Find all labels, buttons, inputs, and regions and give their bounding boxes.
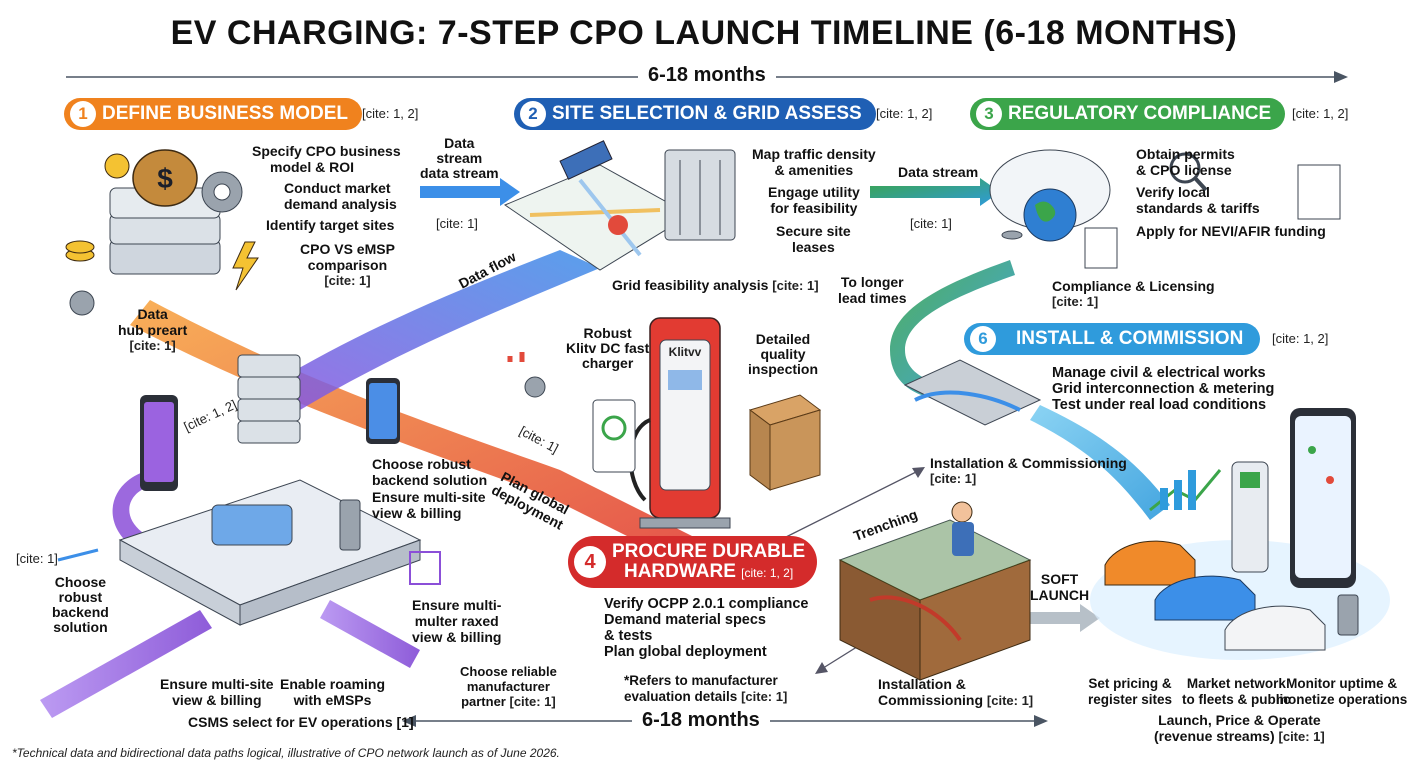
step4-bullet-deploy: Plan global deployment	[604, 644, 808, 660]
step6-bullet-civil: Manage civil & electrical works	[1052, 365, 1274, 381]
step2-note-utility: Engage utilityfor feasibility	[768, 184, 860, 216]
soft-launch-label: SOFTLAUNCH	[1030, 571, 1089, 603]
step2-header-pill: 2 SITE SELECTION & GRID ASSESS	[514, 98, 876, 130]
step5-left-cite: [cite: 1]	[16, 551, 58, 566]
step6-cite: [cite: 1, 2]	[1272, 331, 1328, 346]
step6-bullet-grid: Grid interconnection & metering	[1052, 381, 1274, 397]
step6-bullet-test: Test under real load conditions	[1052, 397, 1274, 413]
launch-operate-note: Launch, Price & Operate (revenue streams…	[1154, 712, 1325, 745]
csms-select-note: CSMS select for EV operations [1]	[188, 714, 414, 730]
step3-cite: [cite: 1, 2]	[1292, 106, 1348, 121]
step3-header-pill: 3 REGULATORY COMPLIANCE	[970, 98, 1285, 130]
timeline-duration-bottom: 6-18 months	[632, 709, 770, 732]
step3-number: 3	[976, 101, 1002, 127]
step7-note-pricing: Set pricing &register sites	[1088, 676, 1172, 708]
step4-bullet-ocpp: Verify OCPP 2.0.1 compliance	[604, 596, 808, 612]
step4-header-pill: 4 PROCURE DURABLE HARDWARE [cite: 1, 2]	[568, 536, 817, 588]
step6-title: INSTALL & COMMISSION	[1002, 328, 1243, 350]
step5-note-bottom-multisite: Ensure multi-siteview & billing	[160, 676, 274, 708]
stream-arrow-1-2	[420, 178, 520, 206]
stream-1-2-label: Datastreamdata stream	[420, 136, 499, 181]
step1-header-pill: 1 DEFINE BUSINESS MODEL	[64, 98, 362, 130]
step4-bullet-tests: & tests	[604, 628, 808, 644]
step4-title: PROCURE DURABLE HARDWARE [cite: 1, 2]	[612, 542, 805, 583]
install-bottom-note: Installation & Commissioning [cite: 1]	[878, 676, 1033, 709]
launch-illustration	[1090, 408, 1390, 660]
site-map-illustration	[505, 141, 735, 270]
step6-header-pill: 6 INSTALL & COMMISSION	[964, 323, 1260, 355]
soft-launch-arrow	[1030, 604, 1100, 632]
step7-note-monitor: Monitor uptime &monetize operations	[1276, 676, 1407, 708]
step2-note-leases: Secure siteleases	[776, 223, 851, 255]
inspection-label: Detailedqualityinspection	[748, 332, 818, 377]
charger-label: RobustKlitv DC fastcharger	[566, 326, 649, 371]
step5-note-roaming: Enable roamingwith eMSPs	[280, 676, 385, 708]
charger-brand-text: Klitvv	[669, 345, 702, 359]
step1-note-market: Conduct marketdemand analysis	[284, 180, 397, 212]
step3-note-permits: Obtain permits& CPO license	[1136, 146, 1235, 178]
step5-note-backend: Choose robustbackend solution	[372, 456, 487, 488]
stream-1-2-cite: [cite: 1]	[436, 216, 478, 231]
step2-note-traffic: Map traffic density& amenities	[752, 146, 876, 178]
step1-cite: [cite: 1, 2]	[362, 106, 418, 121]
purple-flow-bottom-right	[320, 600, 420, 668]
step1-note-sites: Identify target sites	[266, 217, 394, 233]
step4-bullet-specs: Demand material specs	[604, 612, 808, 628]
svg-text:$: $	[157, 163, 173, 194]
trench-illustration	[840, 360, 1040, 680]
grid-feasibility-note: Grid feasibility analysis [cite: 1]	[612, 277, 819, 294]
step2-cite: [cite: 1, 2]	[876, 106, 932, 121]
stream-arrow-2-3	[870, 178, 1000, 206]
step5-note-multer: Ensure multi-multer raxedview & billing	[412, 597, 501, 645]
step4-number: 4	[574, 546, 606, 578]
footer-disclaimer: *Technical data and bidirectional data p…	[12, 746, 560, 760]
step7-note-market: Market networkto fleets & public	[1182, 676, 1291, 708]
step5-note-multisite: Ensure multi-siteview & billing	[372, 489, 486, 521]
step1-number: 1	[70, 101, 96, 127]
page-title: EV CHARGING: 7-STEP CPO LAUNCH TIMELINE …	[0, 14, 1408, 53]
money-server-illustration: $	[66, 150, 258, 315]
step6-bullet-list: Manage civil & electrical works Grid int…	[1052, 365, 1274, 413]
stream-2-3-label: Data stream	[898, 164, 978, 180]
lead-times-note: To longerlead times	[838, 274, 906, 306]
refers-manufacturer-note: *Refers to manufacturer evaluation detai…	[624, 673, 787, 705]
step3-title: REGULATORY COMPLIANCE	[1008, 103, 1271, 125]
step6-number: 6	[970, 326, 996, 352]
step5-note-left-backend: Chooserobustbackendsolution	[52, 575, 109, 635]
install-commission-note: Installation & Commissioning[cite: 1]	[930, 455, 1127, 487]
step2-title: SITE SELECTION & GRID ASSESS	[552, 103, 862, 125]
step3-note-funding: Apply for NEVI/AFIR funding	[1136, 223, 1326, 239]
compliance-licensing-note: Compliance & Licensing[cite: 1]	[1052, 278, 1215, 310]
step1-note-comparison: CPO VS eMSPcomparison [cite: 1]	[300, 241, 395, 289]
step2-number: 2	[520, 101, 546, 127]
stream-2-3-cite: [cite: 1]	[910, 216, 952, 231]
step1-note-roi: Specify CPO businessmodel & ROI	[252, 143, 401, 175]
step4-bullet-list: Verify OCPP 2.0.1 compliance Demand mate…	[604, 596, 808, 660]
timeline-duration-top: 6-18 months	[638, 64, 776, 87]
data-hub-label: Datahub preart [cite: 1]	[118, 306, 187, 354]
step1-title: DEFINE BUSINESS MODEL	[102, 103, 348, 125]
reliable-manufacturer-note: Choose reliablemanufacturer partner [cit…	[460, 664, 557, 709]
step3-note-standards: Verify localstandards & tariffs	[1136, 184, 1260, 216]
